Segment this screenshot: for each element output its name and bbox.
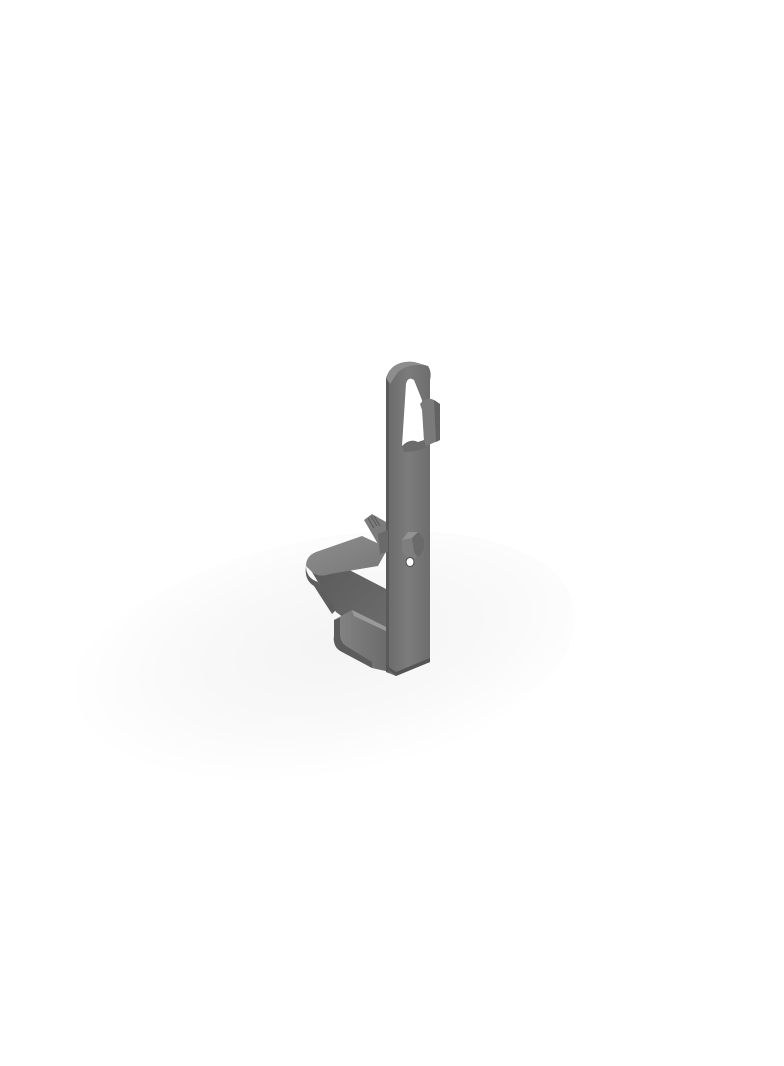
hex-bolt <box>364 514 424 558</box>
c-clip <box>305 536 390 672</box>
mounting-hole <box>405 557 415 567</box>
top-hook-slot <box>402 378 440 452</box>
